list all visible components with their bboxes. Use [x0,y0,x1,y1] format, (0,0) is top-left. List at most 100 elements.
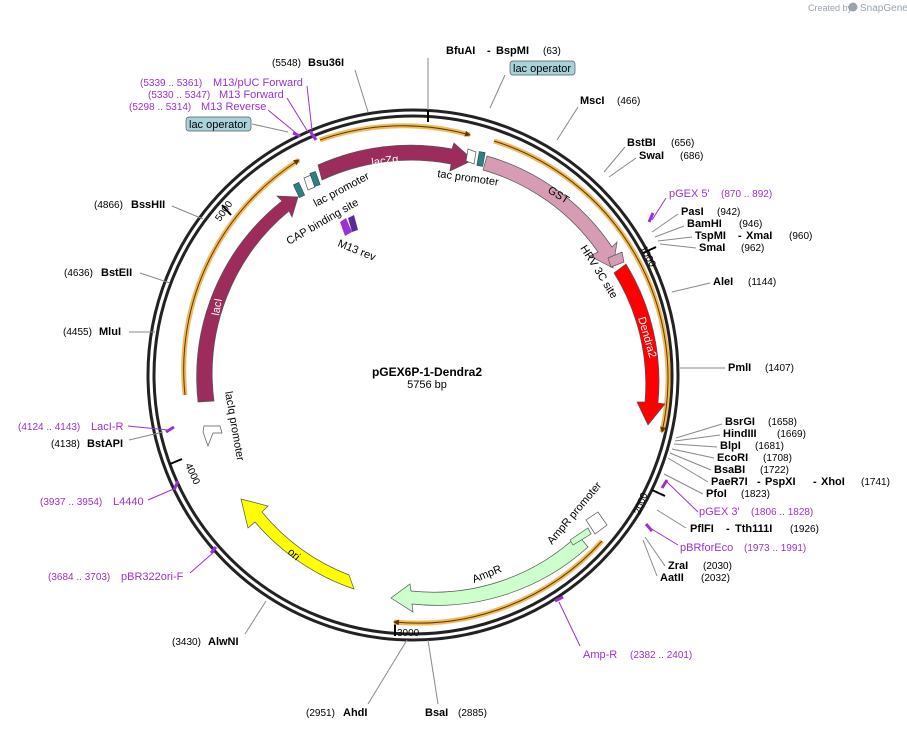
sites-bsteii_pos-label: (4636) [64,268,93,279]
promoter-lacIq[interactable] [202,425,223,448]
primers-l4440-label: L4440 [113,496,144,508]
primer-M13-rev[interactable] [340,215,358,236]
sites-blpi-label: BlpI [720,440,741,452]
sites-tspmi_pos-label: (960) [789,231,812,242]
sites-xhoi-label: XhoI [821,476,845,488]
sites-bstapi-label: BstAPI [87,438,123,450]
feature-GST[interactable]: GST [482,155,618,269]
sites-tspmi-label: TspMI [695,230,726,242]
sites-smai_pos-label: (962) [741,243,764,254]
lac-operator-top[interactable]: lac operator [489,60,576,109]
feature-ori[interactable]: ori [240,498,355,590]
promoter-lac[interactable] [292,171,321,198]
sites-paer7i_pos-label: (1741) [861,477,890,488]
sites-alei_pos-label: (1144) [748,277,776,288]
sites-pspxi-label: PspXI [765,476,796,488]
primer-pbrfor[interactable]: pBRforEco (1973 .. 1991) [644,523,806,554]
plasmid-name: pGEX6P-1-Dendra2 [372,365,482,379]
sites-bstapi_pos-label: (4138) [51,439,80,450]
promoter-AmpR[interactable] [569,511,608,546]
lac-operator-top-label: lac operator [513,63,571,75]
primer-m13rev[interactable]: (5298 .. 5314) M13 Reverse [129,101,301,138]
site-alwni[interactable]: (3430) AlwNI [172,600,267,648]
primer-l4440[interactable]: (3937 .. 3954) L4440 [40,480,180,508]
sites-alwni-label: AlwNI [208,636,239,648]
site-pmli[interactable]: PmlI (1407) [680,362,794,374]
primers-laci_r_pos-label: (4124 .. 4143) [18,422,80,433]
primers-m13rev_pos-label: (5298 .. 5314) [129,102,191,113]
feature-HRV-3C-site[interactable] [607,251,625,268]
primers-m13rev-label: M13 Reverse [201,101,266,113]
site-pfoi[interactable]: PfoI (1823) [663,473,770,500]
site-swai[interactable]: SwaI (686) [608,150,703,178]
sites-bamhi-label: BamHI [687,218,722,230]
sites-swai-label: SwaI [639,150,664,162]
sites-bsabi_pos-label: (1722) [760,465,789,476]
site-hindiii[interactable]: HindIII (1669) [674,428,806,442]
lac-operator-left[interactable]: lac operator [185,116,289,133]
site-bstapi[interactable]: (4138) BstAPI [51,431,164,450]
site-aatii[interactable]: AatII (2032) [642,539,730,584]
primers-pbrfor-label: pBRforEco [680,542,733,554]
sites-alwni_pos-label: (3430) [172,637,201,648]
site-ahdi[interactable]: (2951) AhdI [306,639,408,719]
site-bsrgi[interactable]: BsrGI (1658) [675,416,797,439]
sites-bfuai_dash-label: - [487,45,491,57]
sites-bsu36i-label: Bsu36I [308,57,344,69]
sites-xmai-label: XmaI [746,230,772,242]
primer-pgex5[interactable]: pGEX 5' (870 .. 892) [647,188,772,223]
site-mlui[interactable]: (4455) MluI [63,326,155,338]
sites-bstbi-label: BstBI [627,137,656,149]
primer-ampr[interactable]: Amp-R (2382 .. 2401) [554,595,692,661]
site-bsu36i[interactable]: (5548) Bsu36I [272,57,369,113]
primers-pgex5_pos-label: (870 .. 892) [721,189,772,200]
site-paer7i[interactable]: PaeR7I - PspXI - XhoI (1741) [667,457,890,488]
label-lacIq-promoter: lacIq promoter [222,390,246,462]
primers-pgex5-label: pGEX 5' [669,188,710,200]
site-bsshii[interactable]: (4866) BssHII [94,199,204,220]
primers-pgex3-label: pGEX 3' [699,506,740,518]
sites-mlui-label: MluI [99,326,121,338]
snapgene-credit: Created by SnapGene [808,2,907,14]
site-alei[interactable]: AleI (1144) [671,276,776,293]
feature-lacZa[interactable]: lacZα [317,142,474,181]
promoter-tac[interactable] [465,148,486,167]
primers-pbrfor_pos-label: (1973 .. 1991) [744,543,806,554]
primers-l4440_pos-label: (3937 .. 3954) [40,497,102,508]
sites-ecori-label: EcoRI [717,452,748,464]
site-pasi[interactable]: PasI (942) [651,206,740,233]
primer-laci-r[interactable]: (4124 .. 4143) LacI-R [18,421,175,434]
feature-label-lacI: lacI [210,298,225,317]
sites-bsai_pos-label: (2885) [458,708,487,719]
site-bfuai[interactable]: BfuAI - BspMI (63) [427,45,561,110]
sites-bfuai_pos-label: (63) [543,46,561,57]
site-bstbi[interactable]: BstBI (656) [603,137,694,173]
sites-tth111i-label: Tth111I [735,523,772,535]
sites-alei-label: AleI [713,276,733,288]
site-smai[interactable]: SmaI (962) [659,242,764,254]
site-bsteii[interactable]: (4636) BstEII [64,267,171,284]
feature-lacI[interactable]: lacI [196,195,299,403]
primers-pbr322_pos-label: (3684 .. 3703) [48,572,110,583]
site-ecori[interactable]: EcoRI (1708) [671,448,792,464]
primer-pbr322[interactable]: (3684 .. 3703) pBR322ori-F [48,546,218,583]
sites-pmli-label: PmlI [728,362,751,374]
site-blpi[interactable]: BlpI (1681) [673,440,784,452]
site-pflfi[interactable]: PflFI - Tth111I (1926) [656,509,819,535]
feature-label-lacZa: lacZα [371,153,400,169]
sites-pspxi_dash-label: - [813,476,817,488]
primer-m13fwd[interactable]: (5330 .. 5347) M13 Forward [148,89,309,133]
site-bsai[interactable]: BsaI (2885) [425,639,487,719]
primers-pgex3_pos-label: (1806 .. 1828) [751,507,813,518]
sites-bsrgi-label: BsrGI [725,416,755,428]
primer-m13puc[interactable]: (5339 .. 5361) M13/pUC Forward [140,77,318,141]
sites-msci-label: MscI [580,95,604,107]
site-bamhi[interactable]: BamHI (946) [654,218,762,238]
tick-3000: 3000 [397,628,420,639]
site-msci[interactable]: MscI (466) [556,95,640,141]
site-zrai[interactable]: ZraI (2030) [644,536,732,572]
site-bsabi[interactable]: BsaBI (1722) [669,452,789,476]
site-tspmi[interactable]: TspMI - XmaI (960) [657,230,812,242]
primer-pgex3[interactable]: pGEX 3' (1806 .. 1828) [660,479,813,518]
